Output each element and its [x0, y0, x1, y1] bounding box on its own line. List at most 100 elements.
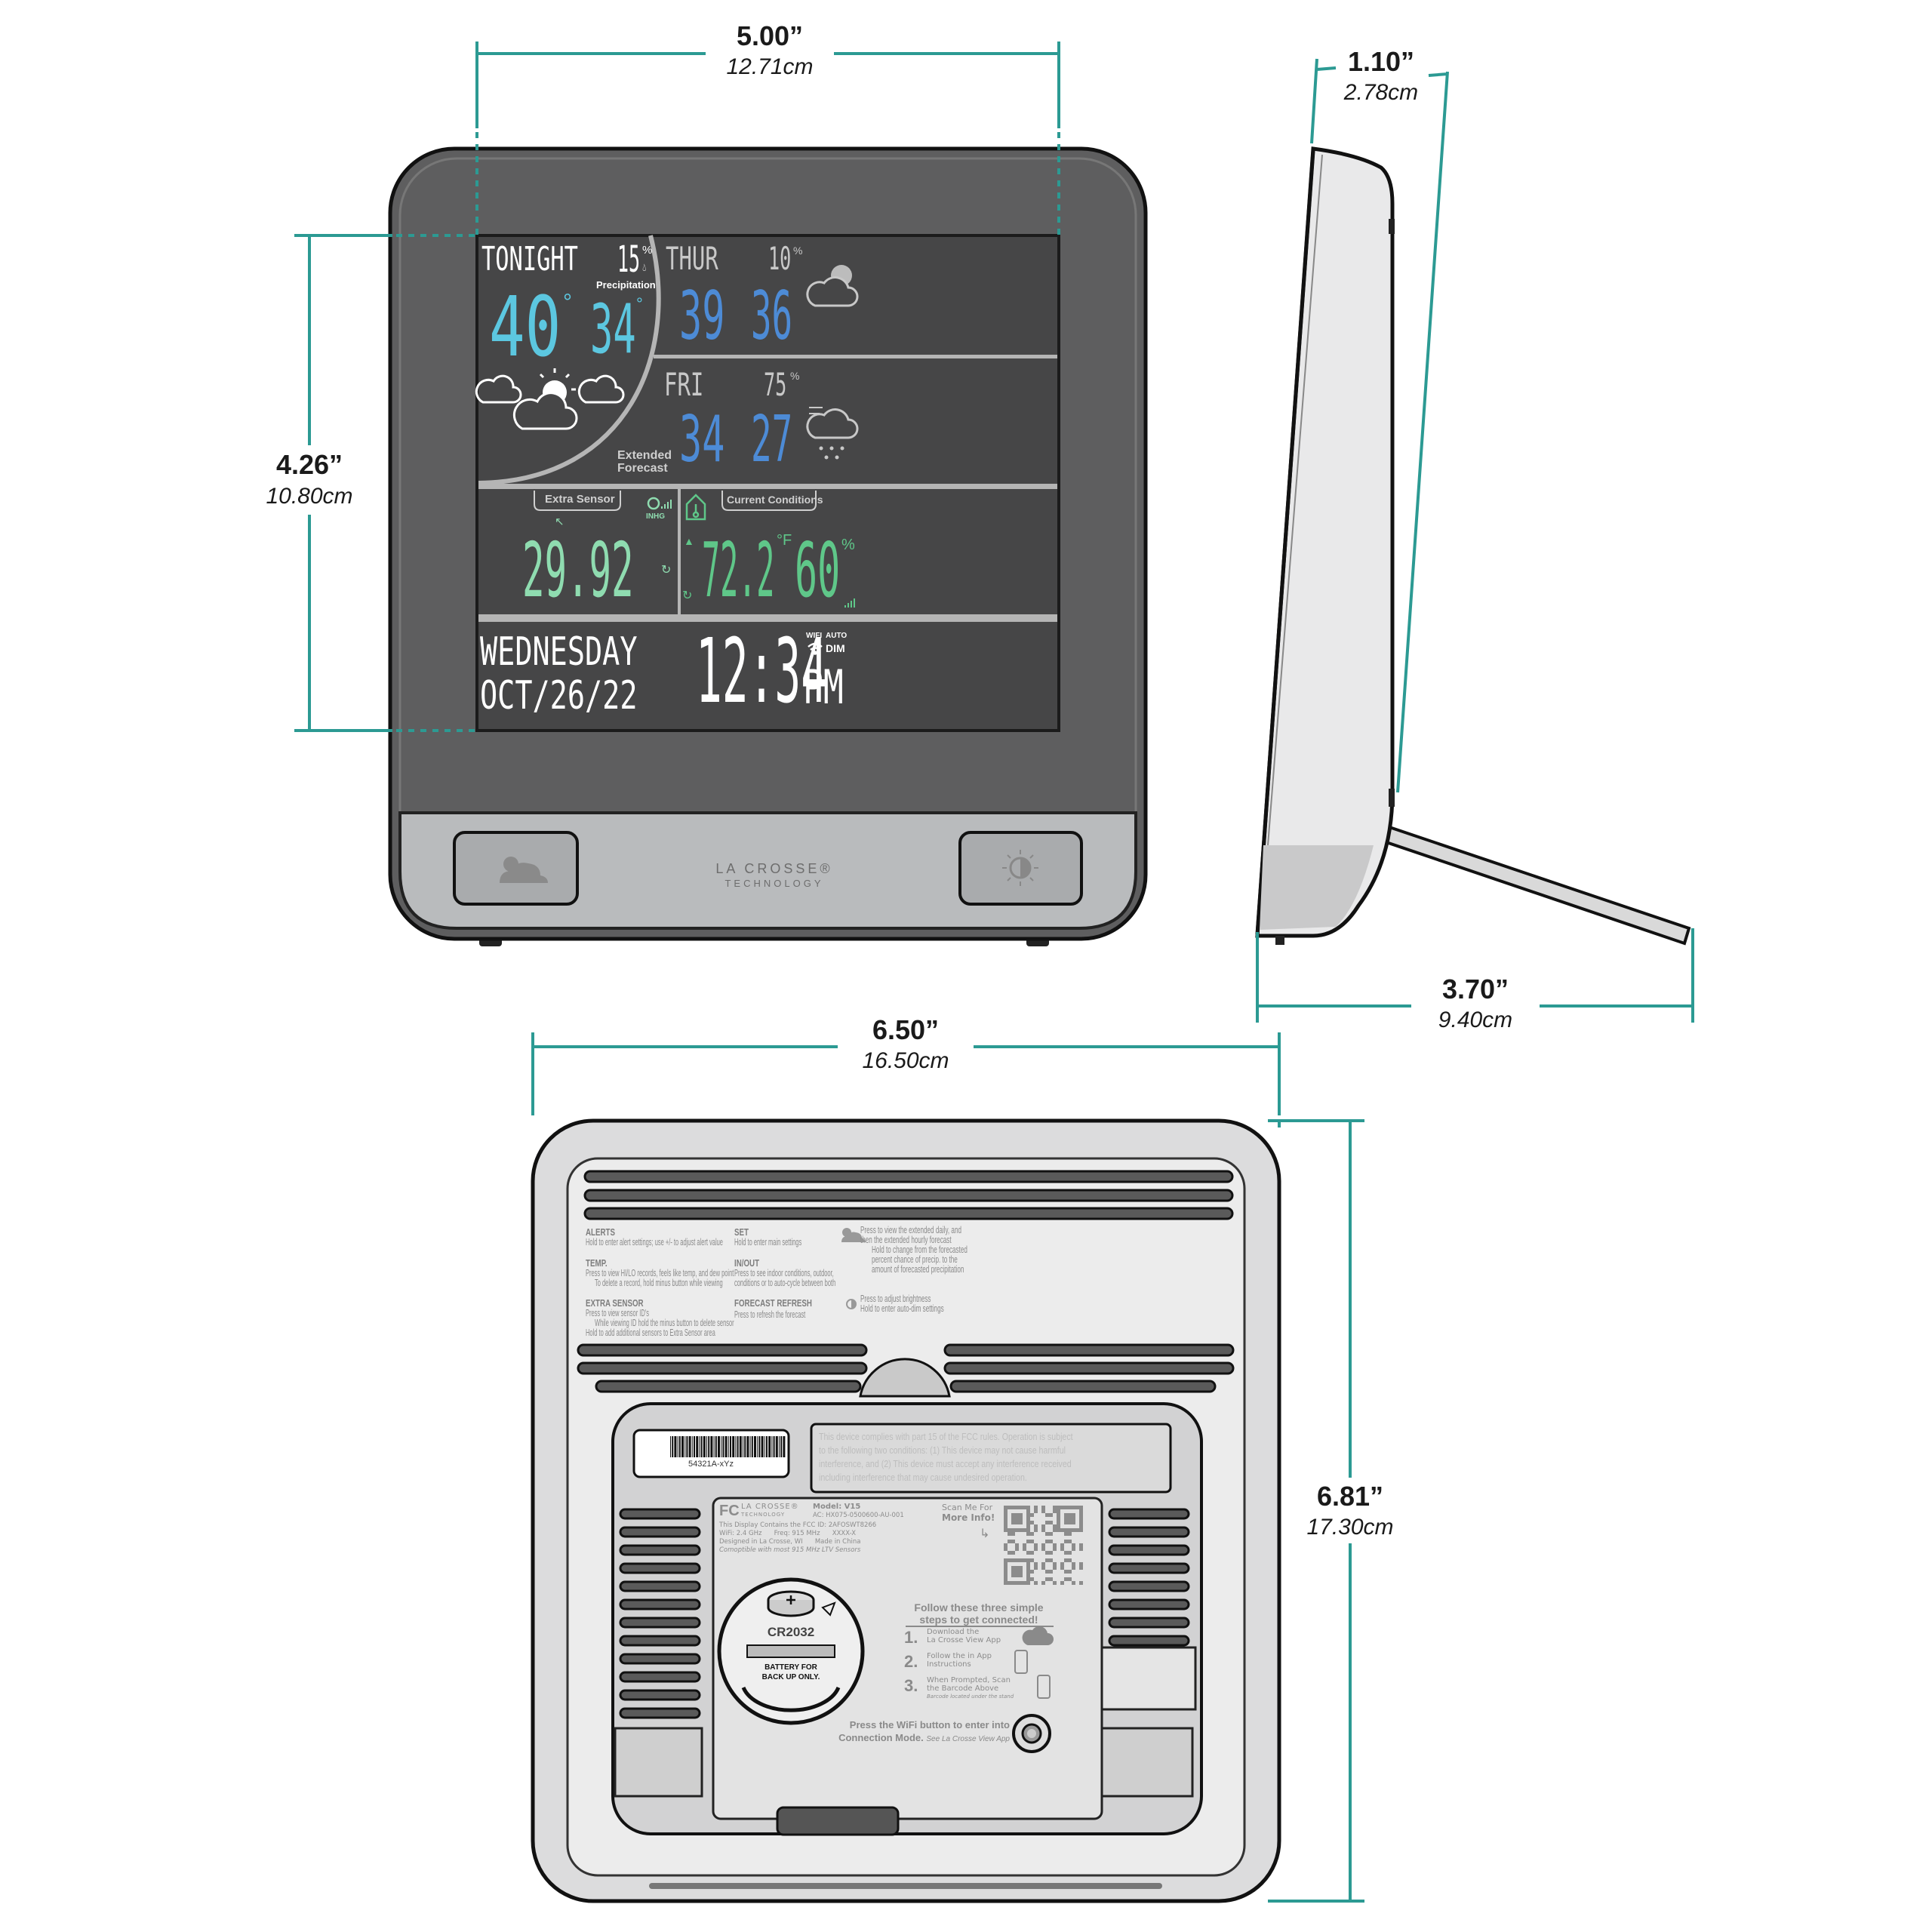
qr-module: [1034, 1509, 1038, 1513]
barcode-bar: [757, 1436, 758, 1457]
tonight-low-deg: °: [636, 294, 643, 313]
qr-module: [1004, 1547, 1008, 1551]
stand-depth-cm: 9.40cm: [1438, 1008, 1513, 1032]
vent-slot: [1108, 1562, 1190, 1574]
qr-module: [1053, 1562, 1057, 1566]
side-depth-inches: 1.10”: [1347, 46, 1415, 77]
qr-module: [1041, 1547, 1045, 1551]
hinge-right: [1100, 1727, 1194, 1798]
cloud-icon: [577, 374, 625, 404]
qr-module: [1015, 1521, 1019, 1524]
qr-module: [1030, 1521, 1034, 1524]
barcode-bar: [779, 1436, 780, 1457]
qr-module: [1045, 1577, 1049, 1581]
wifi-button[interactable]: [1012, 1714, 1051, 1753]
fri-precip: 75: [764, 366, 787, 403]
clock-ampm: PM: [803, 660, 844, 715]
qr-module: [1004, 1521, 1008, 1524]
barcode-bar: [766, 1436, 768, 1457]
qr-module: [1011, 1521, 1015, 1524]
thur-low: 36: [751, 277, 793, 355]
hinge-left: [614, 1727, 703, 1798]
barcode-bar: [708, 1436, 710, 1457]
qr-module: [1015, 1547, 1019, 1551]
barcode-bar: [715, 1436, 717, 1457]
qr-module: [1015, 1513, 1019, 1517]
date: OCT/26/22: [480, 673, 638, 718]
qr-module: [1053, 1566, 1057, 1570]
qr-module: [1015, 1517, 1019, 1521]
indoor-home-icon: [685, 494, 706, 521]
qr-module: [1026, 1517, 1030, 1521]
qr-module: [1068, 1570, 1072, 1574]
qr-module: [1064, 1558, 1068, 1562]
qr-module: [1026, 1551, 1030, 1555]
qr-module: [1072, 1543, 1075, 1547]
vent-slot: [1108, 1580, 1190, 1592]
label-model: Model: V15: [813, 1503, 861, 1511]
partly-cloudy-icon: [841, 1228, 866, 1242]
side-body: [1255, 146, 1395, 938]
brightness-icon: [1002, 850, 1038, 886]
qr-module: [1004, 1566, 1008, 1570]
qr-module: [1015, 1543, 1019, 1547]
barcode-bar: [739, 1436, 742, 1457]
qr-module: [1008, 1558, 1011, 1562]
barcode-bar: [718, 1436, 720, 1457]
vent-slot: [619, 1671, 701, 1683]
section-divider-bottom: [478, 614, 1057, 622]
qr-module: [1015, 1506, 1019, 1509]
qr-module: [1072, 1581, 1075, 1585]
barcode-bar: [674, 1436, 677, 1457]
instruction-line: Hold to enter alert settings; use +/- to…: [586, 1237, 723, 1247]
qr-module: [1057, 1524, 1060, 1528]
brushed-metal-panel: [398, 811, 1137, 930]
side-bottom-shade: [1260, 845, 1374, 930]
qr-module: [1023, 1543, 1026, 1547]
phone-tap-icon: [1014, 1650, 1028, 1674]
vent-slot: [1108, 1526, 1190, 1538]
lcd-screen: [475, 234, 1060, 732]
barcode-bar: [670, 1436, 671, 1457]
qr-module: [1026, 1577, 1030, 1581]
partly-cloudy-icon: [512, 368, 578, 430]
qr-module: [1026, 1521, 1030, 1524]
qr-module: [1041, 1562, 1045, 1566]
qr-module: [1060, 1547, 1064, 1551]
vent-slot: [619, 1635, 701, 1647]
qr-module: [1019, 1506, 1023, 1509]
battery-slot: [746, 1644, 835, 1658]
forecast-button[interactable]: [453, 831, 579, 906]
qr-module: [1045, 1521, 1049, 1524]
qr-module: [1015, 1581, 1019, 1585]
fcc-notice-line: interference, and (2) This device must a…: [819, 1459, 1072, 1469]
current-temp-unit: °F: [777, 532, 792, 549]
brightness-button[interactable]: [958, 831, 1083, 906]
vent-slot: [1108, 1544, 1190, 1556]
barcode-bar: [758, 1436, 761, 1457]
qr-module: [1041, 1543, 1045, 1547]
qr-module: [1023, 1528, 1026, 1532]
section-divider-top: [478, 484, 1057, 489]
cloud-icon: [475, 374, 522, 404]
qr-module: [1041, 1524, 1045, 1528]
fri-low: 27: [751, 402, 793, 477]
step-line: When Prompted, Scan: [927, 1676, 1011, 1684]
back-port-cover: [1100, 1646, 1197, 1711]
qr-module: [1030, 1558, 1034, 1562]
qr-module: [1079, 1528, 1083, 1532]
front-view: [388, 146, 1148, 946]
qr-module: [1068, 1532, 1072, 1536]
label-brand-sub: TECHNOLOGY: [741, 1512, 786, 1518]
qr-module: [1026, 1506, 1030, 1509]
middle-vent-slots: [577, 1343, 1235, 1398]
qr-module: [1045, 1551, 1049, 1555]
instruction-line: While viewing ID hold the minus button t…: [595, 1318, 734, 1328]
qr-module: [1026, 1509, 1030, 1513]
vent-slot: [619, 1707, 701, 1719]
vent-slot: [1108, 1508, 1190, 1520]
current-humidity: 60: [795, 526, 841, 614]
qr-module: [1004, 1577, 1008, 1581]
qr-module: [1019, 1566, 1023, 1570]
qr-module: [1053, 1543, 1057, 1547]
